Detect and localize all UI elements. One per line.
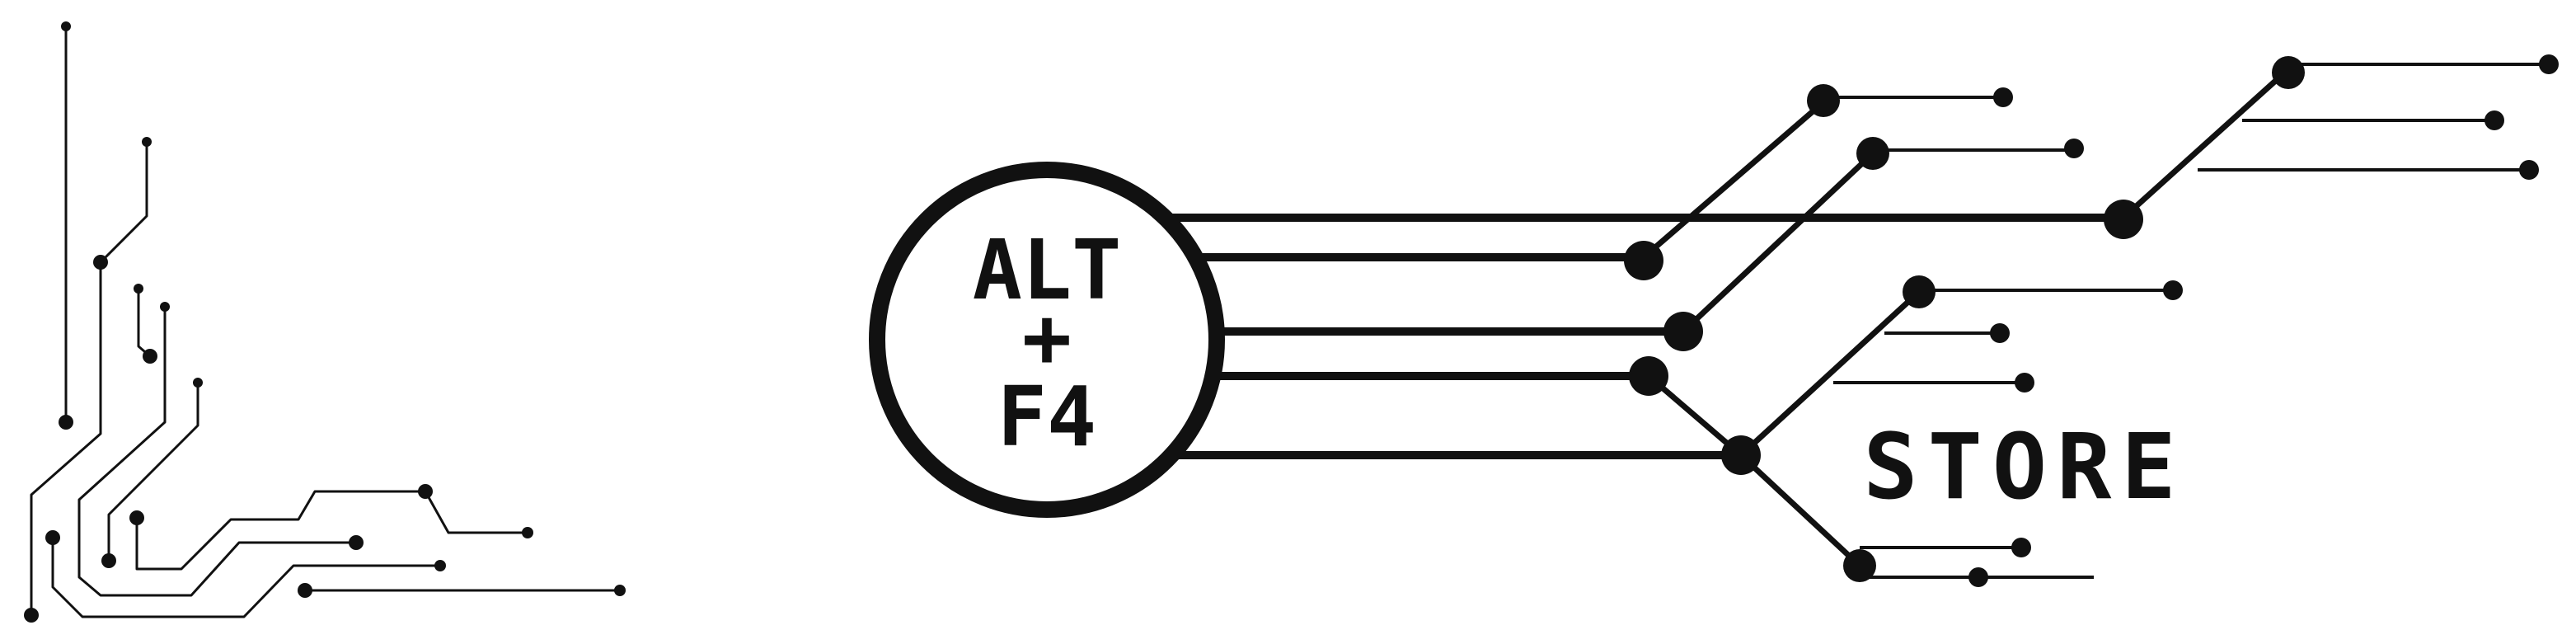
logo-text-plus: + [1022, 289, 1072, 386]
logo-text-store: STORE [1863, 414, 2185, 519]
logo-thin-traces-icon [1823, 63, 2549, 579]
logo-text-f4: F4 [997, 369, 1096, 465]
logo-nodes-icon [1624, 54, 2559, 587]
logo-text-alt: ALT [973, 222, 1122, 318]
logo-traces-icon [1161, 214, 2123, 459]
circuit-nodes-left-icon [24, 21, 626, 623]
logo-circle-icon [869, 162, 1225, 518]
circuit-traces-left-icon [30, 26, 620, 618]
